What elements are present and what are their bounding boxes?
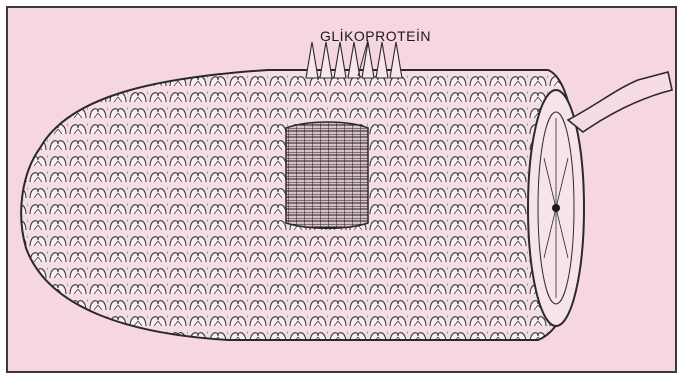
glycoprotein-bristles: [306, 42, 402, 78]
attached-strand: [568, 72, 672, 132]
center-dot: [552, 204, 560, 212]
glycoprotein-illustration: [8, 8, 677, 373]
figure-frame: GLİKOPROTEİN: [6, 6, 677, 373]
core-cutaway: [286, 122, 368, 228]
glycoprotein-label: GLİKOPROTEİN: [320, 28, 431, 44]
